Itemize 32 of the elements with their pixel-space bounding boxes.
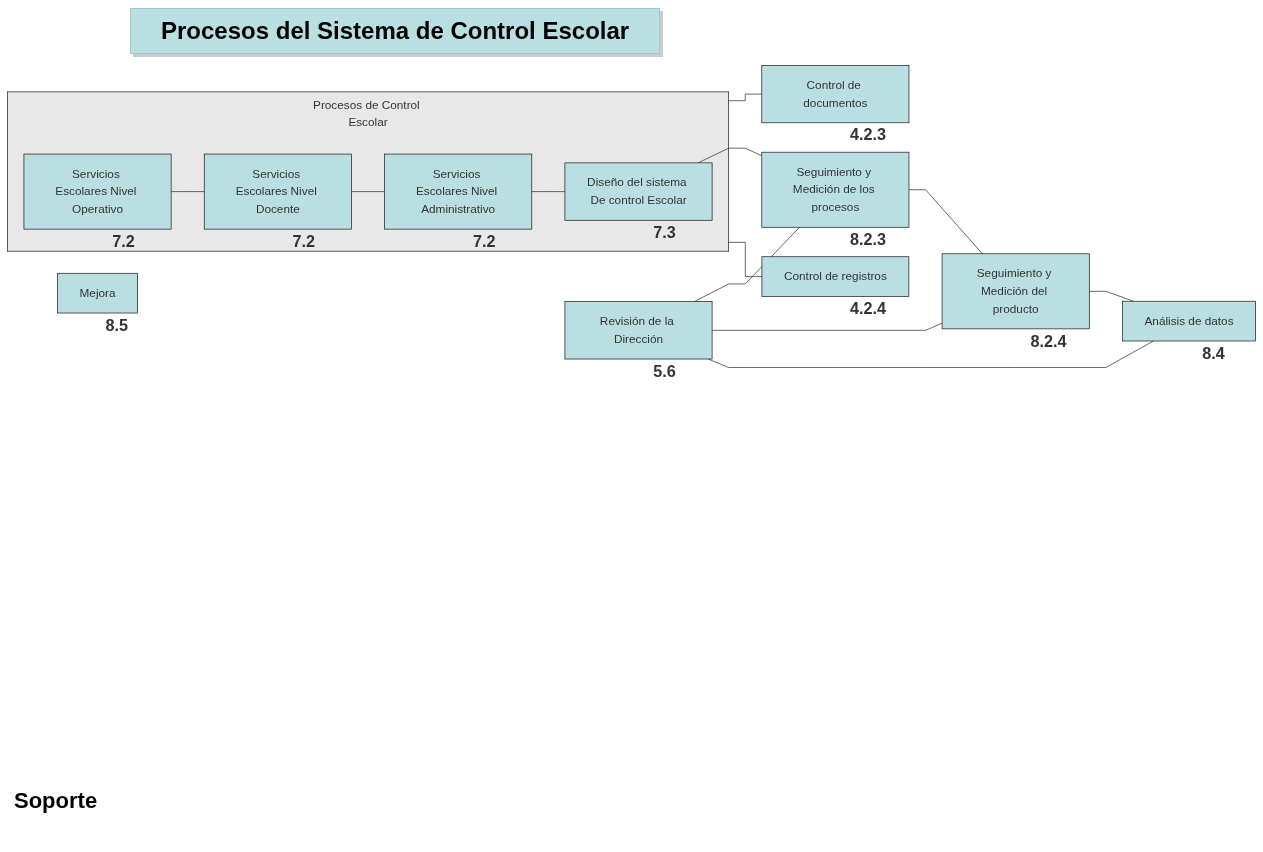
reference-number: 4.2.4 bbox=[850, 299, 887, 318]
connector bbox=[1088, 290, 1134, 302]
connector bbox=[728, 93, 763, 102]
node-box: Diseño del sistema De control Escolar bbox=[564, 162, 713, 221]
connector bbox=[728, 242, 763, 277]
node-box: Mejora bbox=[57, 272, 138, 314]
reference-number: 7.2 bbox=[112, 231, 135, 250]
node-box: Análisis de datos bbox=[1122, 300, 1256, 342]
connector bbox=[170, 191, 205, 192]
node-box: Servicios Escolares Nivel Administrativo bbox=[384, 153, 533, 230]
reference-number: 8.4 bbox=[1202, 343, 1225, 362]
connector bbox=[351, 191, 385, 192]
reference-number: 8.2.4 bbox=[1030, 331, 1067, 350]
title: Procesos del Sistema de Control Escolar bbox=[130, 8, 661, 54]
reference-number: 7.2 bbox=[292, 231, 316, 250]
node-box: Servicios Escolares Nivel Operativo bbox=[23, 153, 172, 230]
section-heading: Soporte bbox=[14, 788, 98, 813]
reference-number: 5.6 bbox=[653, 361, 676, 380]
node-box: Seguimiento y Medición del producto bbox=[941, 253, 1090, 330]
reference-number: 8.2.3 bbox=[850, 229, 887, 248]
reference-number: 4.2.3 bbox=[850, 125, 887, 144]
node-box: Seguimiento y Medición de los procesos bbox=[761, 151, 910, 228]
node-box: Revisión de la Dirección bbox=[564, 301, 713, 360]
node-box: Control de registros bbox=[761, 256, 910, 297]
reference-number: 7.3 bbox=[653, 222, 676, 241]
connector bbox=[908, 189, 983, 255]
connector bbox=[531, 191, 566, 192]
reference-number: 8.5 bbox=[105, 315, 129, 334]
reference-number: 7.2 bbox=[472, 231, 496, 250]
node-box: Servicios Escolares Nivel Docente bbox=[203, 153, 352, 230]
node-box: Control de documentos bbox=[761, 65, 910, 124]
connector bbox=[711, 322, 943, 331]
